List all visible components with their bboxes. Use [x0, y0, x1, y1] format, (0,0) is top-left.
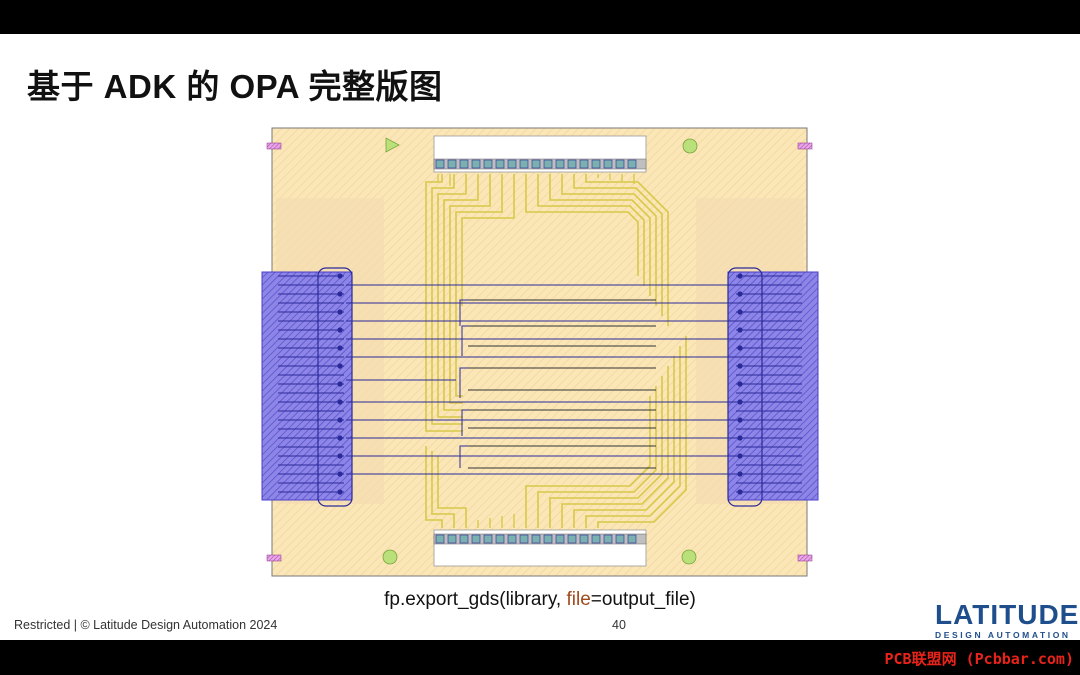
- watermark-text: PCB联盟网 (Pcbbar.com): [884, 650, 1075, 668]
- presentation-slide: 基于 ADK 的 OPA 完整版图: [0, 34, 1080, 640]
- logo-sub-text: DESIGN AUTOMATION: [935, 630, 1071, 640]
- code-snippet: fp.export_gds(library, file=output_file): [0, 589, 1080, 611]
- latitude-logo: LATITUDE DESIGN AUTOMATION: [935, 599, 1080, 641]
- bottom-black-bar: PCB联盟网 (Pcbbar.com): [0, 640, 1080, 675]
- page-number: 40: [612, 618, 626, 632]
- footer-copyright: Restricted | © Latitude Design Automatio…: [14, 618, 278, 632]
- top-black-bar: [0, 0, 1080, 34]
- code-prefix: fp.export_gds(library,: [384, 589, 567, 610]
- code-keyword: file: [566, 589, 591, 610]
- slide-title: 基于 ADK 的 OPA 完整版图: [27, 68, 443, 105]
- logo-main-text: LATITUDE: [935, 599, 1080, 630]
- code-suffix: =output_file): [590, 589, 696, 610]
- opa-layout-image: [261, 127, 819, 577]
